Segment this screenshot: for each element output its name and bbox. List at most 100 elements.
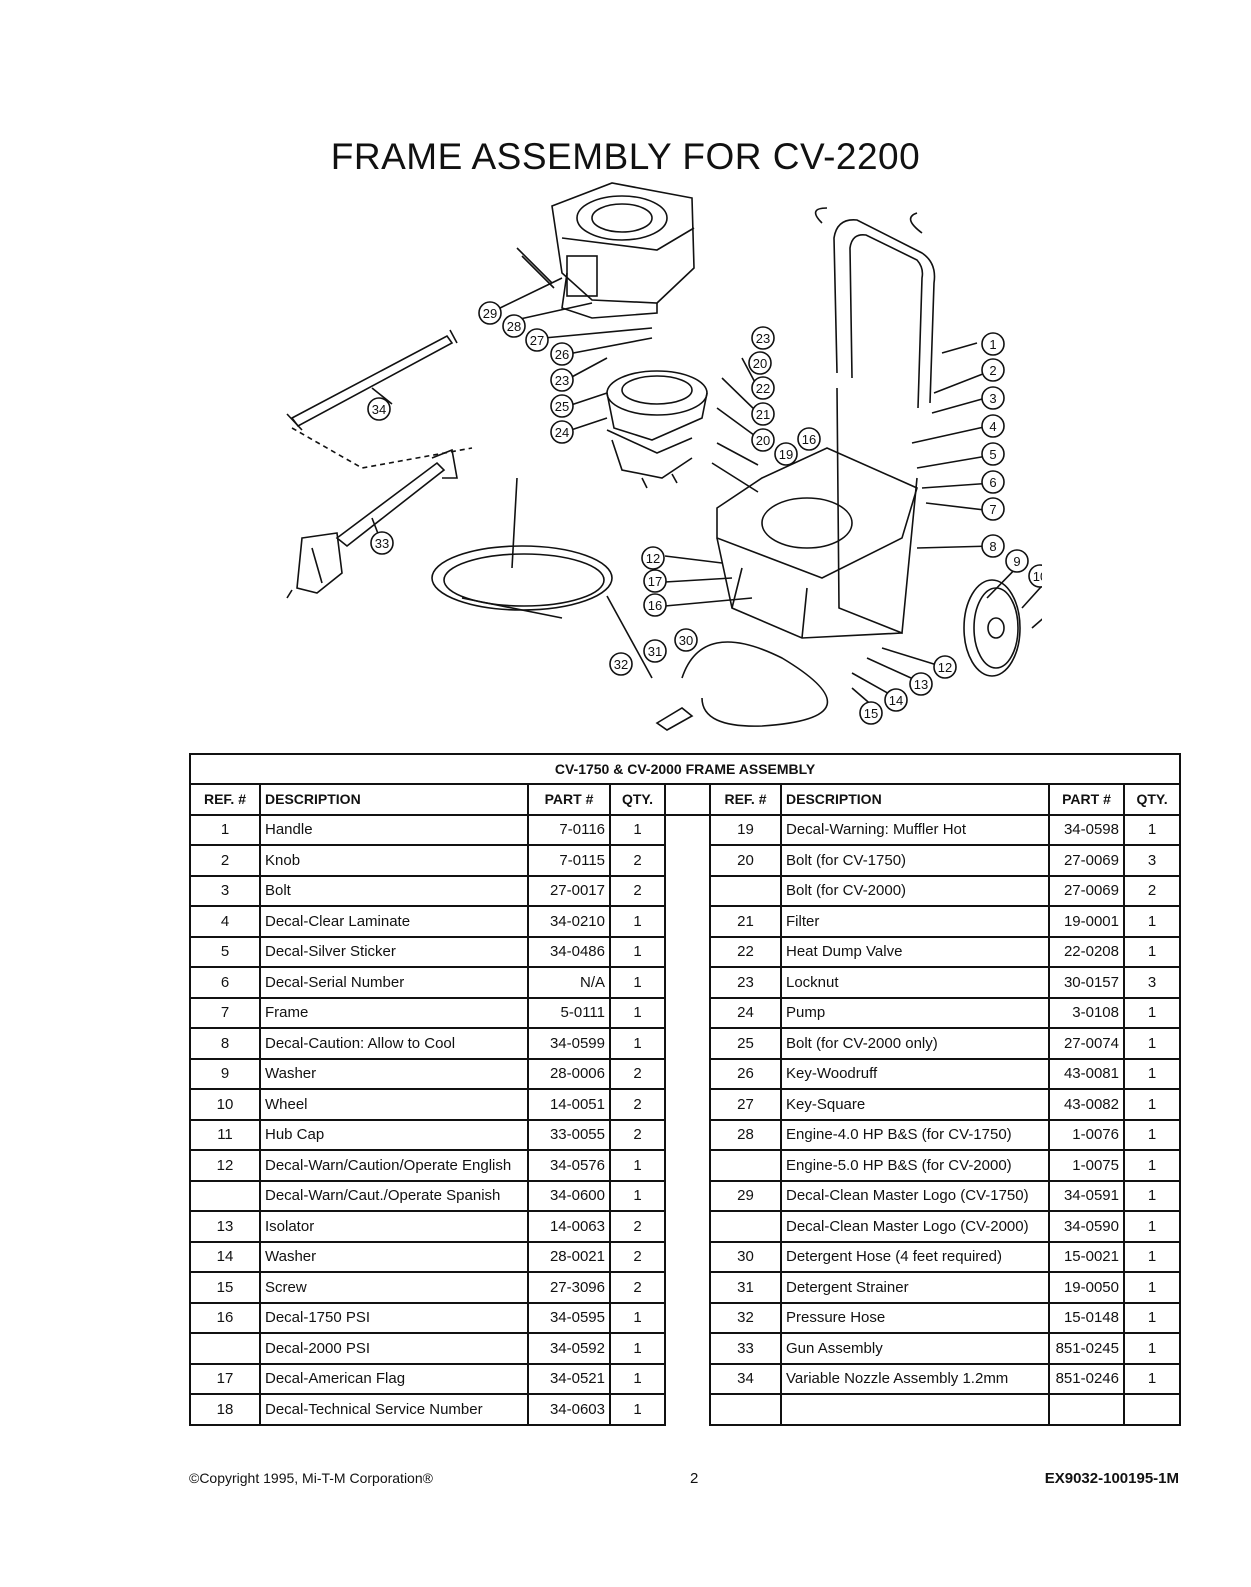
svg-text:31: 31 [648,644,662,659]
cell-qty: 1 [1122,996,1182,1029]
svg-text:33: 33 [375,536,389,551]
header-qty: QTY. [1122,783,1182,816]
svg-text:17: 17 [648,574,662,589]
cell-qty: 1 [609,1362,666,1395]
cell-part: 34-0600 [527,1179,611,1212]
copyright-notice: ©Copyright 1995, Mi-T-M Corporation® [189,1470,433,1486]
cell-ref: 12 [189,1149,261,1182]
cell-part: 1-0075 [1048,1149,1125,1182]
column-gap [664,1089,711,1120]
column-gap [664,814,711,845]
cell-qty: 2 [1122,874,1182,907]
cell-description: Bolt [259,874,529,907]
svg-text:21: 21 [756,407,770,422]
callout-27: 27 [525,328,549,352]
column-gap [664,1211,711,1242]
cell-ref: 20 [709,844,782,877]
cell-part: 27-0074 [1048,1027,1125,1060]
cell-ref: 1 [189,813,261,846]
cell-description: Decal-Warn/Caution/Operate English [259,1149,529,1182]
callout-12a: 12 [641,546,665,570]
wheel-illustration [963,579,1021,677]
cell-ref: 17 [189,1362,261,1395]
cell-part: 34-0210 [527,905,611,938]
cell-part: 15-0021 [1048,1240,1125,1273]
svg-text:24: 24 [555,425,569,440]
column-gap [664,783,711,816]
cell-qty: 2 [609,1210,666,1243]
column-gap [664,1363,711,1394]
cell-qty: 1 [609,1393,666,1426]
svg-text:4: 4 [989,419,996,434]
cell-ref: 15 [189,1271,261,1304]
cell-description: Hub Cap [259,1118,529,1151]
callout-9: 9 [1005,549,1029,573]
callout-4: 4 [981,414,1005,438]
cell-ref: 30 [709,1240,782,1273]
cell-part: 30-0157 [1048,966,1125,999]
cell-ref: 8 [189,1027,261,1060]
cell-qty: 1 [1122,1179,1182,1212]
cell-ref: 21 [709,905,782,938]
svg-text:10: 10 [1033,569,1042,584]
column-gap [664,1119,711,1150]
column-gap [664,997,711,1028]
cell-qty: 1 [609,996,666,1029]
cell-ref: 4 [189,905,261,938]
cell-part [1048,1393,1125,1426]
cell-part: 14-0051 [527,1088,611,1121]
cell-qty: 1 [609,1179,666,1212]
svg-text:28: 28 [507,319,521,334]
cell-description: Frame [259,996,529,1029]
cell-qty: 1 [1122,1362,1182,1395]
spray-gun-illustration [286,448,458,599]
svg-text:16: 16 [648,598,662,613]
cell-qty: 1 [1122,1332,1182,1365]
cell-description: Knob [259,844,529,877]
cell-qty: 3 [1122,966,1182,999]
cell-description: Decal-Warn/Caut./Operate Spanish [259,1179,529,1212]
callout-16b: 16 [643,593,667,617]
cell-part: 22-0208 [1048,935,1125,968]
svg-text:16: 16 [802,432,816,447]
svg-text:12: 12 [938,660,952,675]
cell-part: 34-0486 [527,935,611,968]
cell-part: 34-0521 [527,1362,611,1395]
cell-ref: 34 [709,1362,782,1395]
cell-qty: 3 [1122,844,1182,877]
cell-description: Handle [259,813,529,846]
parts-table: CV-1750 & CV-2000 FRAME ASSEMBLY REF. # … [188,753,1182,1426]
header-description: DESCRIPTION [780,783,1050,816]
cell-description: Decal-2000 PSI [259,1332,529,1365]
cell-ref: 26 [709,1057,782,1090]
cell-description: Decal-Serial Number [259,966,529,999]
exploded-parts-diagram: 1 2 3 4 5 6 7 8 9 10 11 12 12 13 14 15 1… [286,182,1042,731]
header-qty: QTY. [609,783,666,816]
cell-qty: 1 [1122,1210,1182,1243]
cell-description: Washer [259,1057,529,1090]
cell-description: Pump [780,996,1050,1029]
cell-description: Bolt (for CV-2000 only) [780,1027,1050,1060]
cell-part: 27-0069 [1048,844,1125,877]
cell-part: 851-0246 [1048,1362,1125,1395]
engine-illustration [516,182,695,319]
cell-ref: 18 [189,1393,261,1426]
cell-qty: 2 [609,1271,666,1304]
cell-description: Isolator [259,1210,529,1243]
cell-ref: 3 [189,874,261,907]
cell-description: Pressure Hose [780,1301,1050,1334]
callout-23b: 23 [550,368,574,392]
cell-description: Screw [259,1271,529,1304]
cell-description: Engine-5.0 HP B&S (for CV-2000) [780,1149,1050,1182]
column-gap [664,967,711,998]
cell-part: 7-0116 [527,813,611,846]
cell-ref: 22 [709,935,782,968]
column-gap [664,1241,711,1272]
